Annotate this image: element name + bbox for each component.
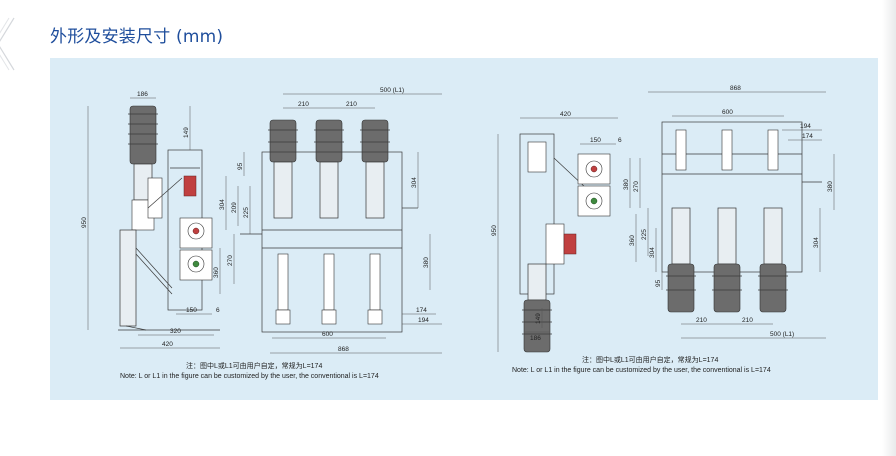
right-dim-500-l1: 500 (L1) <box>770 331 794 338</box>
right-dim-868: 868 <box>730 85 741 92</box>
right-dim-420: 420 <box>560 111 571 118</box>
left-front-view: 210 210 500 (L1) 95 304 209 225 270 360 … <box>213 87 442 354</box>
right-dim-174: 174 <box>802 133 813 140</box>
dim-270: 270 <box>227 255 234 266</box>
right-dim-95: 95 <box>655 279 662 287</box>
left-drawing: 186 149 950 420 320 150 6 <box>81 87 442 380</box>
dim-380: 380 <box>423 257 430 268</box>
right-dim-950: 950 <box>491 225 498 236</box>
right-dim-380a: 380 <box>623 179 630 190</box>
page-title: 外形及安装尺寸 (mm) <box>50 27 224 47</box>
right-dim-210b: 210 <box>742 317 753 324</box>
left-side-view: 186 149 950 420 320 150 6 <box>81 91 220 349</box>
dim-210a: 210 <box>298 101 309 108</box>
right-dim-360: 360 <box>629 235 636 246</box>
right-dim-600: 600 <box>722 109 733 116</box>
dim-150: 150 <box>186 307 197 314</box>
dim-209: 209 <box>231 202 238 213</box>
right-dim-380b: 380 <box>827 181 834 192</box>
dim-194: 194 <box>418 317 429 324</box>
right-dim-194: 194 <box>800 123 811 130</box>
left-note-cn: 注：图中L或L1可由用户自定，常规为L=174 <box>186 361 322 370</box>
dim-149: 149 <box>183 127 190 138</box>
right-dim-149: 149 <box>535 313 542 324</box>
dim-950: 950 <box>81 217 88 228</box>
right-front-view: 868 600 194 174 380 270 225 360 304 95 3… <box>629 85 835 339</box>
dim-174: 174 <box>416 307 427 314</box>
right-dim-304b: 304 <box>813 237 820 248</box>
dim-6: 6 <box>216 307 220 314</box>
right-dim-210a: 210 <box>696 317 707 324</box>
dim-600: 600 <box>322 331 333 338</box>
right-note-cn: 注：图中L或L1可由用户自定，常规为L=174 <box>582 355 718 364</box>
right-dim-150: 150 <box>590 137 601 144</box>
dim-210b: 210 <box>346 101 357 108</box>
dim-304a: 304 <box>219 199 226 210</box>
dimension-drawings: 186 149 950 420 320 150 6 <box>81 85 835 380</box>
dim-868: 868 <box>338 346 349 353</box>
chevron-left-icon[interactable] <box>0 14 18 74</box>
page-edge-shadow <box>882 0 896 456</box>
left-note-en: Note: L or L1 in the figure can be custo… <box>120 373 379 380</box>
dim-186: 186 <box>137 91 148 98</box>
dim-320: 320 <box>170 328 181 335</box>
right-dim-304a: 304 <box>649 247 656 258</box>
dim-420: 420 <box>162 341 173 348</box>
right-side-view: 420 150 6 950 380 149 186 <box>491 111 631 353</box>
dim-225: 225 <box>243 207 250 218</box>
right-dim-186: 186 <box>530 335 541 342</box>
right-dim-6: 6 <box>618 137 622 144</box>
drawing-panel: 186 149 950 420 320 150 6 <box>50 58 878 400</box>
right-drawing: 420 150 6 950 380 149 186 <box>491 85 835 374</box>
dim-95: 95 <box>237 162 244 170</box>
right-note-en: Note: L or L1 in the figure can be custo… <box>512 367 771 374</box>
dim-360: 360 <box>213 267 220 278</box>
dim-304b: 304 <box>411 177 418 188</box>
dim-500-l1: 500 (L1) <box>380 87 404 94</box>
right-dim-225: 225 <box>641 229 648 240</box>
right-dim-270: 270 <box>633 181 640 192</box>
